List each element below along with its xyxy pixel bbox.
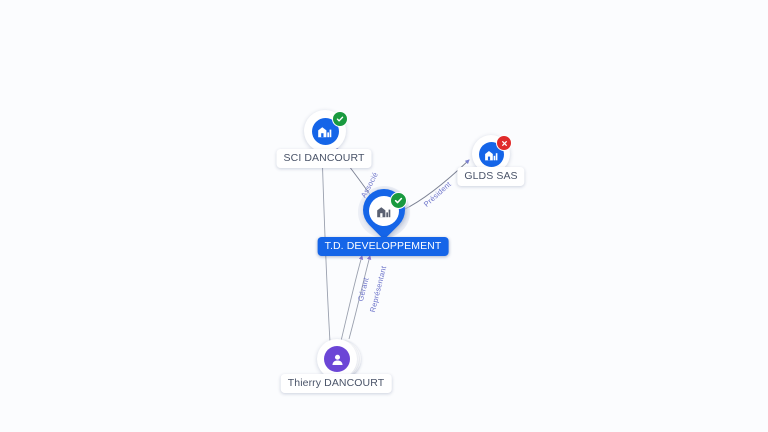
node-label-glds-sas[interactable]: GLDS SAS bbox=[457, 167, 525, 186]
edge-line-gerant bbox=[340, 255, 364, 342]
status-badge-closed bbox=[496, 135, 512, 151]
company-building-chart-icon bbox=[318, 127, 332, 138]
company-building-chart-icon bbox=[484, 150, 497, 160]
person-node-circle[interactable] bbox=[317, 339, 357, 379]
edge-line-representant bbox=[348, 255, 372, 340]
node-label-sci-dancourt[interactable]: SCI DANCOURT bbox=[276, 149, 372, 168]
person-avatar-icon bbox=[331, 354, 343, 365]
check-badge-icon bbox=[394, 197, 403, 204]
node-label-thierry-dancourt[interactable]: Thierry DANCOURT bbox=[280, 374, 392, 393]
company-building-chart-icon bbox=[377, 207, 391, 218]
cross-badge-icon bbox=[501, 140, 507, 146]
status-badge-active bbox=[390, 192, 407, 209]
person-icon-disc bbox=[324, 346, 350, 372]
status-badge-active bbox=[332, 111, 348, 127]
check-badge-icon bbox=[336, 116, 344, 122]
node-label-td-developpement[interactable]: T.D. DEVELOPPEMENT bbox=[317, 237, 449, 256]
